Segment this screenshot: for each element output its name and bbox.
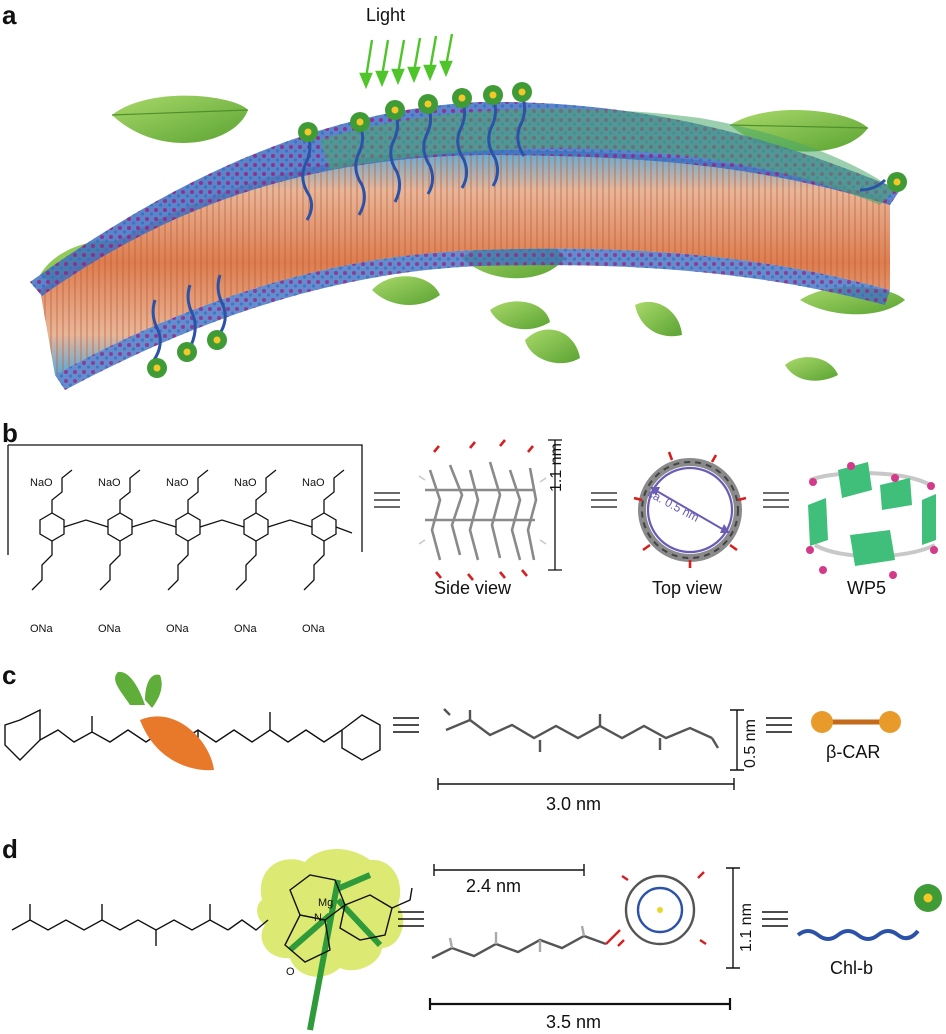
cavity-diameter-label: ca. 0.5 nm xyxy=(645,486,702,525)
panel-label-b: b xyxy=(2,418,18,448)
na-label-bottom-5: ONa xyxy=(302,623,325,635)
na-label-bottom-3: ONa xyxy=(166,623,189,635)
na-label-bottom-4: ONa xyxy=(234,623,257,635)
wp5-cartoon-icon xyxy=(806,462,938,579)
chl-short-length-label: 2.4 nm xyxy=(466,876,522,896)
chlorophyll-chain xyxy=(151,274,227,361)
chl-b-cartoon-icon xyxy=(796,884,942,941)
wp5-name-label: WP5 xyxy=(847,578,887,598)
beta-car-cartoon-icon xyxy=(811,711,901,733)
carotene-length-label: 3.0 nm xyxy=(546,794,602,814)
na-label-top-2: NaO xyxy=(98,477,121,489)
panel-label-a: a xyxy=(2,0,17,30)
carrot-icon xyxy=(115,671,214,771)
beta-carotene-model xyxy=(443,708,720,752)
light-arrows-icon xyxy=(359,33,454,90)
wp5-height-label: 1.1 nm xyxy=(548,443,565,492)
na-label-bottom-2: ONa xyxy=(98,623,121,635)
na-label-bottom-1: ONa xyxy=(30,623,53,635)
beta-car-name-label: β-CAR xyxy=(826,742,881,762)
chl-long-length-label: 3.5 nm xyxy=(546,1012,602,1032)
leaf-icon xyxy=(490,301,550,330)
leaf-icon xyxy=(257,848,404,1031)
panel-label-d: d xyxy=(2,834,18,864)
na-label-top-5: NaO xyxy=(302,477,325,489)
wp5-side-view-model xyxy=(418,439,547,581)
chl-height-label: 1.1 nm xyxy=(738,903,755,952)
panel-label-c: c xyxy=(2,660,17,690)
leaf-icon xyxy=(525,329,580,364)
o-atom-label: O xyxy=(286,966,295,978)
chlorophyll-head-icon xyxy=(147,82,907,378)
mg-atom-label: Mg xyxy=(318,897,334,909)
chl-b-name-label: Chl-b xyxy=(830,958,874,978)
leaf-icon xyxy=(372,276,440,306)
lipid-bilayer xyxy=(30,101,900,390)
carotene-height-label: 0.5 nm xyxy=(742,719,759,768)
leaf-icon xyxy=(785,357,838,381)
na-label-top-4: NaO xyxy=(234,477,257,489)
chlorophyll-chain xyxy=(301,95,887,221)
leaf-icon xyxy=(635,301,682,337)
n-atom-label: N xyxy=(314,912,322,924)
side-view-label: Side view xyxy=(434,578,512,598)
na-label-top-1: NaO xyxy=(30,477,53,489)
light-label: Light xyxy=(366,5,406,25)
top-view-label: Top view xyxy=(652,578,723,598)
na-label-top-3: NaO xyxy=(166,477,189,489)
leaf-icon xyxy=(111,95,249,143)
membrane-illustration xyxy=(30,33,907,390)
